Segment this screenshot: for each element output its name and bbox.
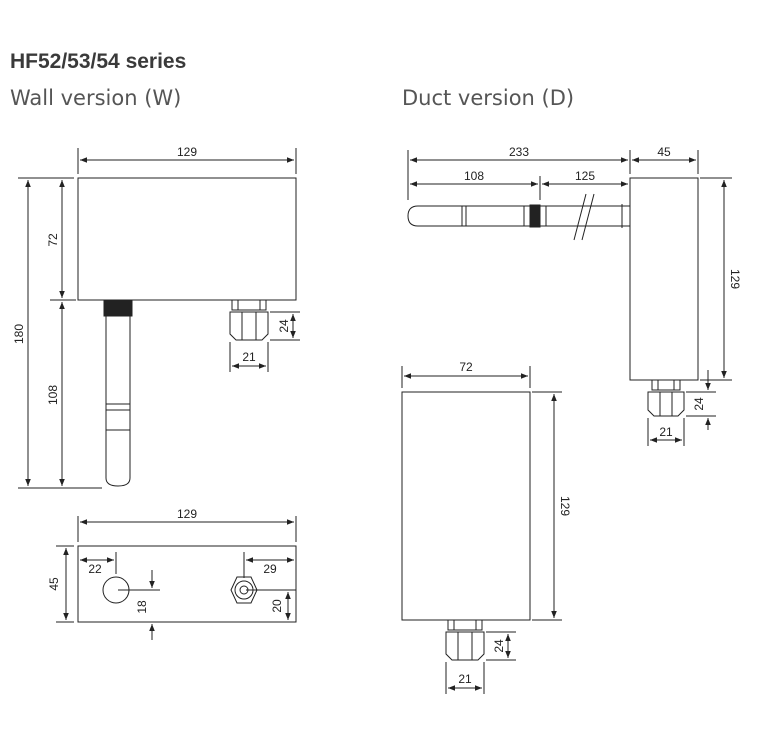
wall-cable-gland [229,299,269,341]
page-title: HF52/53/54 series [10,50,187,73]
duct-front-view [401,366,562,694]
wall-probe [105,316,131,487]
dim-wall-width: 129 [177,145,197,159]
dim-wall-bottom-depth: 45 [47,577,61,591]
dim-wall-height-total: 180 [12,324,26,344]
wall-version-label: Wall version (W) [10,86,182,110]
dim-duct-total: 233 [509,145,529,159]
dim-duct-gland-w: 21 [659,425,673,439]
dim-duct-shaft: 125 [575,169,595,183]
dim-duct-probe: 108 [464,169,484,183]
dim-wall-upper: 72 [46,233,60,247]
dim-hole-x: 22 [88,562,102,576]
dim-duct-front-gland-h: 24 [492,639,506,653]
dim-wall-lower: 108 [46,385,60,405]
dim-duct-housing-h: 129 [728,269,742,289]
dim-gland-y: 20 [270,599,284,613]
wall-bottom-housing [77,545,297,623]
dim-duct-front-gland-w: 21 [458,672,472,686]
duct-probe [407,205,630,227]
wall-probe-collar [103,299,133,317]
dim-wall-bottom-width: 129 [177,507,197,521]
dim-duct-housing-w: 45 [657,145,671,159]
dim-hole-y: 18 [135,600,149,614]
duct-version-label: Duct version (D) [402,86,575,110]
duct-side-cable-gland [647,379,685,417]
duct-front-housing [401,391,531,621]
dim-wall-gland-h: 24 [277,319,291,333]
dim-duct-front-width: 72 [459,360,473,374]
dim-wall-gland-w: 21 [242,350,256,364]
dim-duct-front-height: 129 [558,496,572,516]
wall-front-view [18,148,300,489]
duct-housing [629,177,699,381]
wall-housing [77,177,297,301]
dim-duct-gland-h: 24 [692,397,706,411]
dim-gland-x: 29 [263,562,277,576]
dimension-labels: 129 180 72 108 24 21 129 45 22 18 29 20 … [12,145,742,686]
duct-side-view [407,150,732,446]
wall-bottom-view [56,516,297,640]
duct-front-cable-gland [445,619,485,661]
